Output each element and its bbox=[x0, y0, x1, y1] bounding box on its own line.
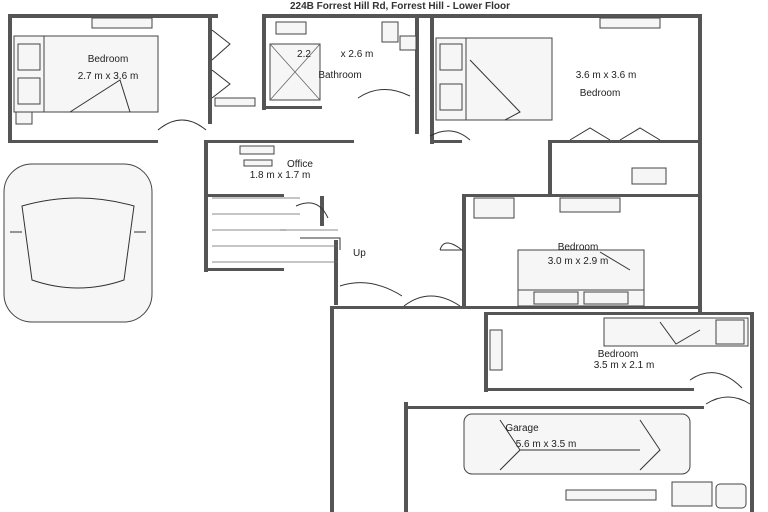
room-garage: Garage 5.6 m x 3.5 m bbox=[505, 423, 576, 450]
room-name: Bedroom bbox=[558, 242, 599, 253]
room-length: x 2.6 m bbox=[341, 49, 374, 60]
room-name: Bathroom bbox=[318, 70, 361, 81]
room-bedroom-nw: Bedroom 2.7 m x 3.6 m bbox=[78, 54, 139, 82]
room-name: Office bbox=[287, 159, 313, 170]
room-name: Bedroom bbox=[580, 88, 621, 99]
room-width: 2.2 bbox=[297, 49, 311, 60]
room-name: Bedroom bbox=[88, 54, 129, 65]
room-size: 3.0 m x 2.9 m bbox=[548, 256, 609, 267]
garage-car bbox=[463, 413, 691, 475]
room-size: 3.6 m x 3.6 m bbox=[576, 70, 637, 81]
room-bathroom: 2.2 x 2.6 m Bathroom bbox=[297, 49, 373, 81]
plan-title: 224B Forrest Hill Rd, Forrest Hill - Low… bbox=[290, 1, 510, 12]
room-name: Bedroom bbox=[598, 349, 639, 360]
room-bedroom-mid: Bedroom 3.0 m x 2.9 m bbox=[548, 242, 609, 267]
fixtures bbox=[3, 17, 751, 509]
walls bbox=[8, 14, 754, 512]
carport-car bbox=[3, 163, 153, 323]
stairs bbox=[212, 197, 341, 263]
room-size: 5.6 m x 3.5 m bbox=[516, 439, 577, 450]
room-bedroom-ne: 3.6 m x 3.6 m Bedroom bbox=[576, 70, 637, 99]
stairs-up-label: Up bbox=[353, 248, 366, 259]
room-size: 3.5 m x 2.1 m bbox=[594, 360, 655, 371]
room-name: Garage bbox=[505, 423, 539, 434]
room-bedroom-se: Bedroom 3.5 m x 2.1 m bbox=[594, 349, 655, 371]
room-size: 2.7 m x 3.6 m bbox=[78, 71, 139, 82]
room-size: 1.8 m x 1.7 m bbox=[250, 170, 311, 181]
room-office: Office 1.8 m x 1.7 m bbox=[250, 159, 314, 181]
